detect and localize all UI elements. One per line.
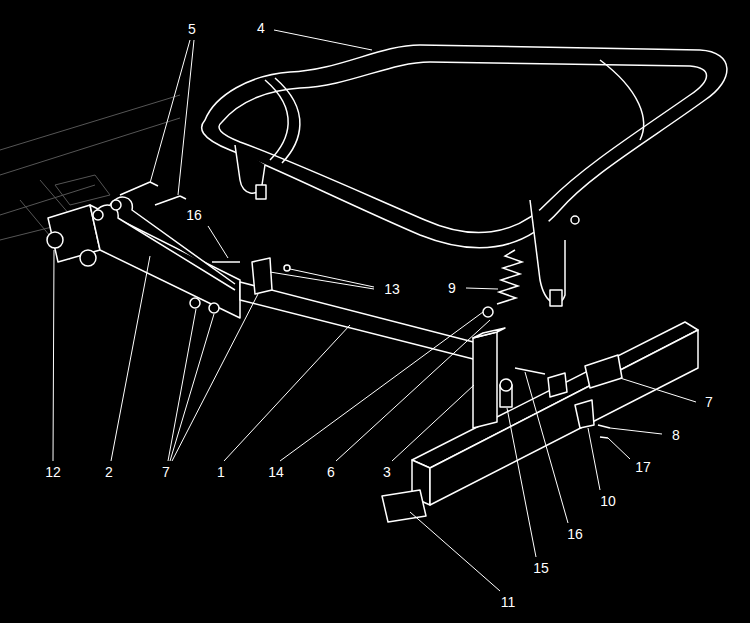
callout-number: 5 xyxy=(186,21,198,37)
callout-number: 2 xyxy=(103,464,115,480)
callout-number: 14 xyxy=(266,464,286,480)
callout-number: 6 xyxy=(325,464,337,480)
callout-number: 7 xyxy=(160,464,172,480)
callout-number: 4 xyxy=(255,20,267,36)
callout-number: 17 xyxy=(633,459,653,475)
callout-number: 15 xyxy=(531,560,551,576)
callout-number: 8 xyxy=(670,427,682,443)
callout-number: 9 xyxy=(446,280,458,296)
callout-number: 16 xyxy=(565,526,585,542)
callout-number: 10 xyxy=(598,493,618,509)
frame-parts xyxy=(47,182,698,522)
callout-number: 3 xyxy=(381,464,393,480)
callout-number: 11 xyxy=(499,594,518,610)
callout-number: 1 xyxy=(215,464,227,480)
leader-lines xyxy=(53,30,696,591)
spring xyxy=(497,250,522,304)
callout-number: 16 xyxy=(184,207,204,223)
callout-number: 12 xyxy=(43,464,63,480)
seat-frame xyxy=(202,45,727,306)
callout-number: 13 xyxy=(382,281,402,297)
callout-number: 7 xyxy=(703,394,715,410)
